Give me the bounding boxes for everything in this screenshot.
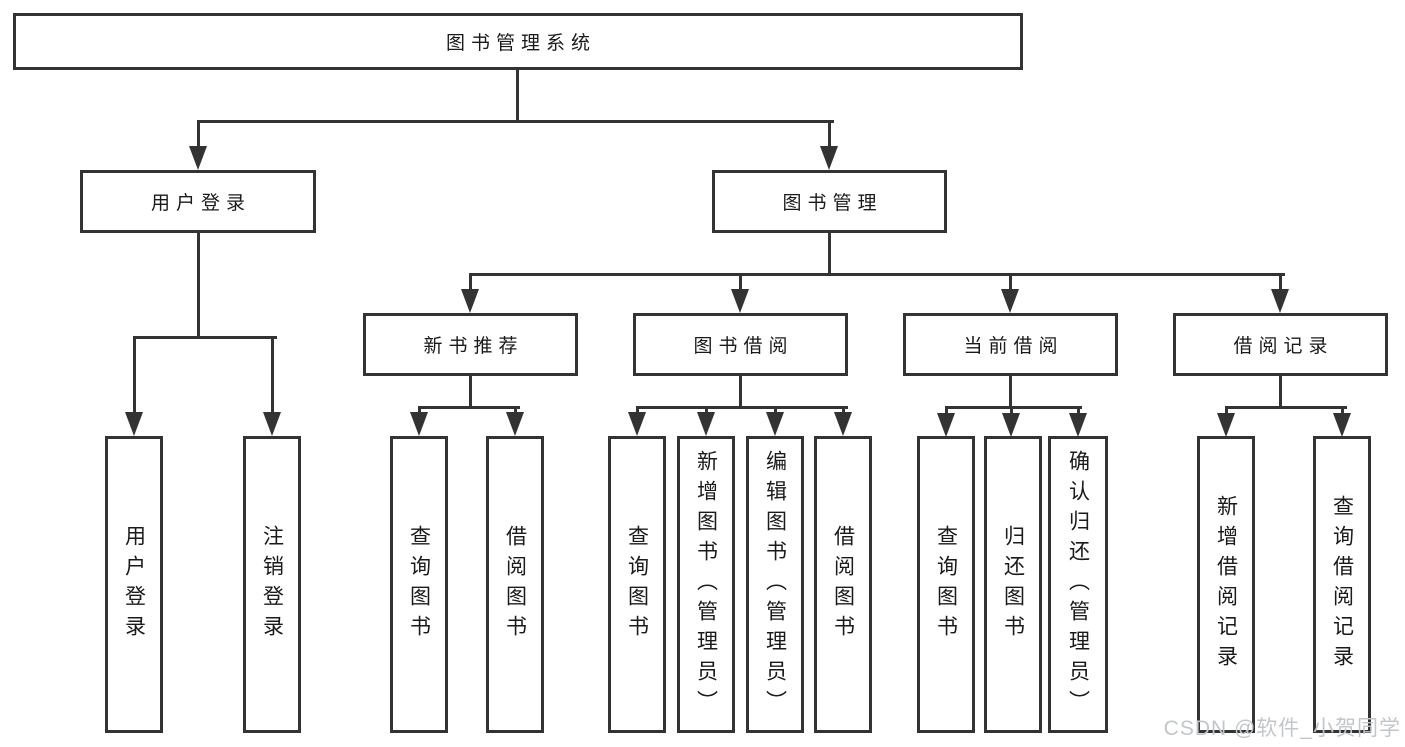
- leaf-label: 查询图书: [934, 524, 958, 645]
- node-book-management: 图书管理: [712, 170, 947, 233]
- connector-arrow-shaft: [1008, 274, 1012, 295]
- connector-arrow-shaft: [827, 121, 831, 152]
- connector-line: [738, 374, 742, 409]
- arrowhead-icon: [410, 412, 428, 436]
- arrowhead-icon: [766, 412, 784, 436]
- leaf-label: 查询图书: [625, 524, 649, 645]
- connector-arrow-shaft: [1278, 274, 1282, 295]
- connector-line: [132, 336, 277, 339]
- node-label: 新书推荐: [423, 336, 524, 357]
- node-borrow-records: 借阅记录: [1173, 313, 1388, 376]
- arrowhead-icon: [461, 289, 479, 313]
- leaf-borrow-books: 借阅图书: [814, 436, 872, 733]
- leaf-user-login: 用户登录: [105, 436, 163, 733]
- arrowhead-icon: [263, 412, 281, 436]
- leaf-query-books-borrow: 查询图书: [608, 436, 666, 733]
- leaf-confirm-return-admin: 确认归还（管理员）: [1048, 436, 1108, 733]
- arrowhead-icon: [506, 412, 524, 436]
- arrowhead-icon: [1002, 413, 1020, 437]
- watermark: CSDN @软件_小贺同学: [1163, 717, 1401, 740]
- leaf-query-borrow-record: 查询借阅记录: [1313, 436, 1371, 733]
- node-current-borrow: 当前借阅: [903, 313, 1118, 376]
- connector-line: [468, 374, 472, 409]
- connector-line: [944, 406, 1082, 409]
- leaf-label: 借阅图书: [831, 524, 855, 645]
- node-new-book-recommend: 新书推荐: [363, 313, 578, 376]
- connector-line: [196, 120, 834, 123]
- node-user-login: 用户登录: [80, 170, 316, 233]
- arrowhead-icon: [1069, 413, 1087, 437]
- leaf-edit-book-admin: 编辑图书（管理员）: [746, 436, 804, 733]
- leaf-label: 归还图书: [1001, 524, 1025, 645]
- leaf-add-book-admin: 新增图书（管理员）: [677, 436, 735, 733]
- arrowhead-icon: [1001, 289, 1019, 313]
- leaf-label: 查询借阅记录: [1330, 494, 1354, 675]
- leaf-borrow-books-recommend: 借阅图书: [486, 436, 544, 733]
- node-label: 图书借阅: [693, 336, 794, 357]
- leaf-label: 新增图书（管理员）: [694, 449, 718, 720]
- leaf-label: 用户登录: [122, 524, 146, 645]
- node-label: 图书管理: [782, 193, 883, 214]
- connector-arrow-shaft: [270, 337, 274, 418]
- node-label: 用户登录: [150, 193, 251, 214]
- arrowhead-icon: [731, 289, 749, 313]
- connector-line: [515, 70, 519, 122]
- node-book-borrow: 图书借阅: [633, 313, 848, 376]
- arrowhead-icon: [820, 146, 838, 170]
- leaf-return-book: 归还图书: [984, 436, 1042, 733]
- connector-arrow-shaft: [196, 121, 200, 152]
- node-label: 当前借阅: [963, 336, 1064, 357]
- arrowhead-icon: [1271, 289, 1289, 313]
- connector-line: [196, 232, 200, 339]
- connector-line: [1008, 374, 1012, 409]
- leaf-label: 确认归还（管理员）: [1066, 449, 1090, 720]
- connector-line: [468, 273, 1285, 276]
- leaf-label: 编辑图书（管理员）: [763, 449, 787, 720]
- connector-line: [417, 406, 520, 409]
- arrowhead-icon: [125, 412, 143, 436]
- arrowhead-icon: [189, 146, 207, 170]
- connector-line: [1278, 374, 1282, 409]
- arrowhead-icon: [697, 412, 715, 436]
- leaf-add-borrow-record: 新增借阅记录: [1197, 436, 1255, 733]
- leaf-label: 查询图书: [407, 524, 431, 645]
- connector-line: [827, 231, 831, 276]
- leaf-label: 注销登录: [260, 524, 284, 645]
- connector-line: [635, 406, 848, 409]
- node-label: 借阅记录: [1233, 336, 1334, 357]
- connector-arrow-shaft: [132, 337, 136, 418]
- leaf-label: 借阅图书: [503, 524, 527, 645]
- node-library-system: 图书管理系统: [13, 13, 1023, 70]
- leaf-query-books-recommend: 查询图书: [390, 436, 448, 733]
- connector-arrow-shaft: [468, 274, 472, 295]
- connector-line: [1224, 406, 1347, 409]
- leaf-logout: 注销登录: [243, 436, 301, 733]
- arrowhead-icon: [834, 412, 852, 436]
- node-label: 图书管理系统: [445, 33, 596, 54]
- connector-arrow-shaft: [738, 274, 742, 295]
- arrowhead-icon: [937, 413, 955, 437]
- leaf-label: 新增借阅记录: [1214, 494, 1238, 675]
- leaf-query-books-current: 查询图书: [917, 436, 975, 733]
- arrowhead-icon: [628, 412, 646, 436]
- arrowhead-icon: [1217, 413, 1235, 437]
- arrowhead-icon: [1333, 413, 1351, 437]
